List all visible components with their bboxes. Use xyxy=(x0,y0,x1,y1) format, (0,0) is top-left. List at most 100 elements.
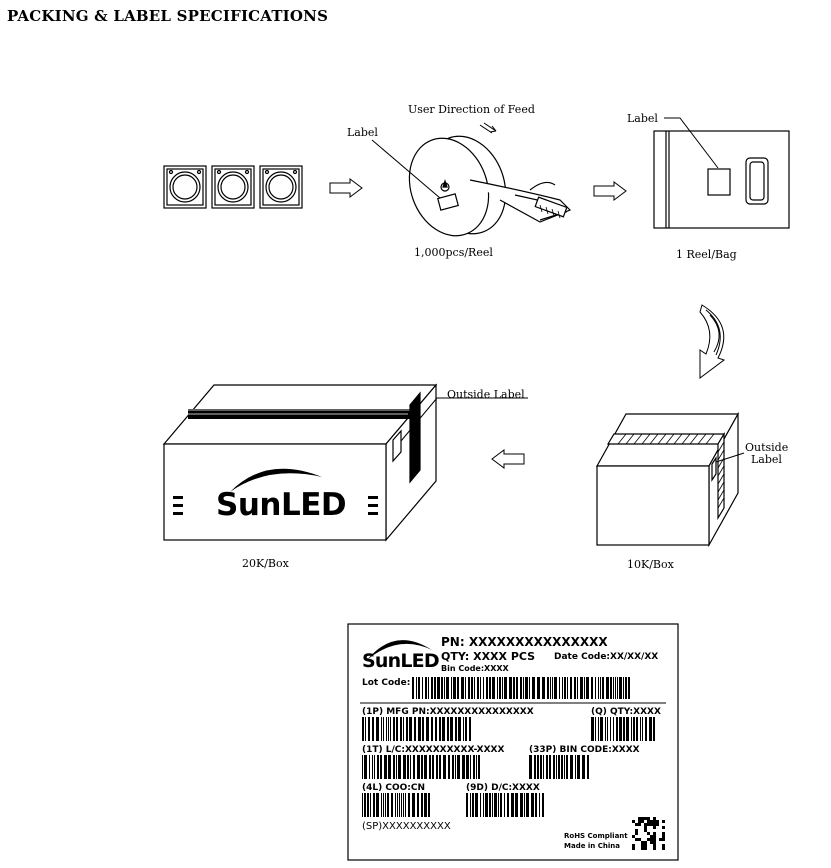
qr-module xyxy=(644,823,647,826)
barcode-bar xyxy=(542,677,545,699)
barcode-bar xyxy=(452,755,454,779)
barcode-bar xyxy=(374,755,375,779)
qr-module xyxy=(650,838,653,841)
barcode-bar xyxy=(396,717,398,741)
label-coo: (4L) COO:CN xyxy=(362,783,425,793)
label-qty: QTY: XXXX PCS xyxy=(441,650,536,663)
barcode-bar xyxy=(616,717,618,741)
qr-module xyxy=(638,838,641,841)
label-bin-33p: (33P) BIN CODE:XXXX xyxy=(529,745,640,755)
barcode-bar xyxy=(364,755,367,779)
barcode-bar xyxy=(407,755,409,779)
barcode-bar xyxy=(633,717,635,741)
barcode-bar xyxy=(598,677,599,699)
barcode-bar xyxy=(645,717,647,741)
feed-direction-text: User Direction of Feed xyxy=(408,103,535,116)
barcode-bar xyxy=(553,755,555,779)
barcode-bar xyxy=(450,717,453,741)
barcode-bar xyxy=(388,755,391,779)
barcode-bar xyxy=(615,677,616,699)
barcode-bar xyxy=(396,755,397,779)
qr-module xyxy=(659,838,662,841)
qr-module xyxy=(662,826,665,829)
label-mfg-pn: (1P) MFG PN:XXXXXXXXXXXXXXX xyxy=(362,707,534,717)
qr-module xyxy=(650,835,653,838)
barcode-bar xyxy=(511,793,514,817)
barcode-bar xyxy=(465,717,467,741)
qr-module xyxy=(647,817,650,820)
barcode-bar xyxy=(552,677,553,699)
barcode-bar xyxy=(439,755,441,779)
barcode-bar xyxy=(492,793,493,817)
arrow-right-icon xyxy=(593,181,627,201)
barcode-bar xyxy=(640,717,641,741)
reel-caption: 1,000pcs/Reel xyxy=(414,246,493,259)
barcode-bar xyxy=(523,677,524,699)
barcode-bar xyxy=(376,793,379,817)
barcode-bar xyxy=(628,677,630,699)
barcode-bar xyxy=(453,677,456,699)
barcode-bar xyxy=(393,717,395,741)
qr-module xyxy=(647,823,650,826)
qr-module xyxy=(653,847,656,850)
barcode-bar xyxy=(591,677,593,699)
barcode-bar xyxy=(373,793,375,817)
barcode-bar xyxy=(418,677,420,699)
barcode-bar xyxy=(587,755,589,779)
barcode-bar xyxy=(444,677,445,699)
barcode-bar xyxy=(458,717,461,741)
barcode-bar xyxy=(463,717,464,741)
barcode-bar xyxy=(365,717,366,741)
barcode-bar xyxy=(472,793,474,817)
barcode-bar xyxy=(595,717,596,741)
qr-module xyxy=(644,829,647,832)
qr-module xyxy=(635,832,638,835)
barcode-bar xyxy=(600,677,601,699)
qr-module xyxy=(638,823,641,826)
barcode-bar xyxy=(498,793,499,817)
barcode-bar xyxy=(483,793,484,817)
barcode-bar xyxy=(497,677,498,699)
barcode-bar xyxy=(362,755,363,779)
barcode-bar xyxy=(636,717,638,741)
bag-caption: 1 Reel/Bag xyxy=(676,248,737,261)
barcode-bar xyxy=(383,717,384,741)
barcode-bar xyxy=(417,793,419,817)
qr-module xyxy=(638,820,641,823)
barcode-bar xyxy=(384,755,387,779)
barcode-bar xyxy=(393,755,395,779)
barcode-bar xyxy=(421,793,423,817)
label-logo: SunLED xyxy=(362,650,440,672)
qr-module xyxy=(644,841,647,844)
barcode-bar xyxy=(364,793,366,817)
barcode-bar xyxy=(532,677,535,699)
label-lot-code: Lot Code: xyxy=(362,678,411,688)
barcode-bar xyxy=(451,677,452,699)
bag-label-callout: Label xyxy=(627,112,658,125)
barcode-bar xyxy=(539,793,540,817)
barcode-bar xyxy=(475,793,478,817)
barcode-bar xyxy=(386,717,387,741)
big-box-drawing xyxy=(162,383,528,542)
qr-module xyxy=(632,847,635,850)
barcode-bar xyxy=(520,677,522,699)
barcode-bar xyxy=(429,755,431,779)
barcode-bar xyxy=(535,793,537,817)
barcode-bar xyxy=(470,755,471,779)
qr-module xyxy=(653,844,656,847)
barcode-bar xyxy=(398,755,401,779)
shipping-label-frame xyxy=(347,623,679,861)
reel-drawing xyxy=(371,122,572,237)
barcode-bar xyxy=(368,717,370,741)
barcode-bar xyxy=(405,793,406,817)
reel-label-callout: Label xyxy=(347,126,378,139)
barcode-bar xyxy=(406,717,408,741)
label-dc: (9D) D/C:XXXX xyxy=(466,783,540,793)
barcode-bar xyxy=(417,755,420,779)
barcode-bar xyxy=(434,677,436,699)
barcode-bar xyxy=(435,717,437,741)
qr-module xyxy=(650,823,653,826)
barcode-bar xyxy=(485,793,488,817)
barcode-bar xyxy=(390,717,391,741)
barcode-bar xyxy=(383,793,384,817)
